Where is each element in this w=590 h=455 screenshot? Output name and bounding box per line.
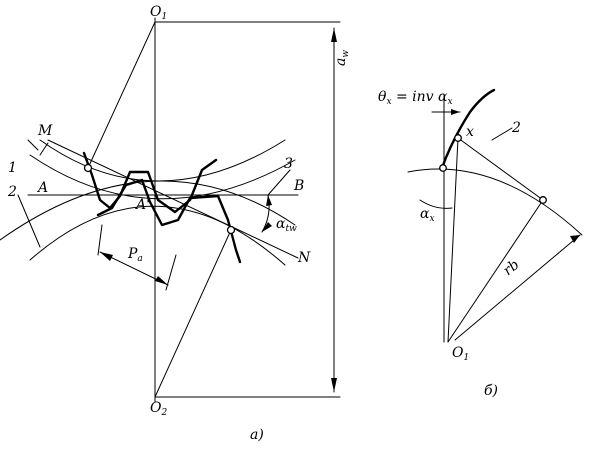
label-o1-bottom-b: O1 xyxy=(452,345,469,363)
figure-a: O1 O2 M N A B A' 1 2 3 Pa αtw aw а) xyxy=(0,4,351,443)
label-pitch-point: A' xyxy=(134,197,150,213)
arrow-down-small-icon xyxy=(262,222,272,232)
leader-label-1 xyxy=(39,142,49,156)
arrow-left-icon xyxy=(100,252,113,261)
radial-line-rb xyxy=(447,199,544,343)
caption-a: а) xyxy=(250,427,264,443)
label-angle-alpha-x: αx xyxy=(420,206,435,224)
label-o2-bottom: O2 xyxy=(150,400,167,418)
involute-curve xyxy=(440,88,496,170)
arrow-up-small-icon xyxy=(266,195,272,206)
radial-line-x xyxy=(447,137,459,343)
line-of-action-m-n xyxy=(47,139,299,259)
lower-gear-tooth-profile xyxy=(96,178,242,264)
label-center-distance: aw xyxy=(333,50,351,66)
arrow-up-right-icon xyxy=(570,235,580,243)
lower-gear-tip-circle xyxy=(29,205,286,266)
point-tangent-marker xyxy=(539,196,547,204)
leader-mark-left xyxy=(27,139,39,151)
label-x: x xyxy=(466,124,474,140)
label-a-left: A xyxy=(36,180,48,196)
point-x-marker xyxy=(454,134,462,142)
upper-gear-tooth-profile xyxy=(82,151,218,214)
arrow-up-icon xyxy=(331,28,337,42)
upper-gear-pitch-circle xyxy=(29,154,296,200)
radius-o2-to-contact xyxy=(154,229,232,398)
caption-b: б) xyxy=(484,383,498,399)
label-m: M xyxy=(37,123,53,139)
label-1: 1 xyxy=(8,160,17,176)
angle-alpha-x-arc xyxy=(419,199,453,209)
label-pitch-pa: Pa xyxy=(127,246,143,264)
label-rb: rb xyxy=(500,257,522,279)
leader-label-2-b xyxy=(491,127,513,141)
rb-dimension-line xyxy=(454,234,581,341)
contact-point-lower xyxy=(226,225,236,235)
leader-label-2 xyxy=(17,194,41,248)
label-3: 3 xyxy=(284,156,293,172)
arrow-right-small-icon xyxy=(451,109,460,115)
contact-point-upper xyxy=(83,163,93,173)
label-o1-top: O1 xyxy=(150,4,167,22)
label-2: 2 xyxy=(7,184,17,200)
point-base-marker xyxy=(439,164,447,172)
arrow-right-icon xyxy=(155,276,168,285)
label-b-right: B xyxy=(293,178,304,194)
upper-gear-tip-circle xyxy=(39,139,286,182)
figure-b: θx = inv αx x 2 αx rb O1 б) xyxy=(378,88,583,399)
arrow-down-icon xyxy=(331,378,337,392)
pitch-extension-right xyxy=(165,254,177,291)
tangent-line xyxy=(457,137,544,201)
label-n: N xyxy=(297,250,311,266)
pitch-extension-left xyxy=(97,224,103,256)
leader-label-3 xyxy=(267,169,291,196)
label-2-b: 2 xyxy=(511,120,521,136)
radius-o1-to-contact xyxy=(87,21,156,169)
base-circle-arc xyxy=(407,168,583,236)
formula-theta-x: θx = inv αx xyxy=(378,89,453,107)
label-angle-alpha-tw: αtw xyxy=(276,216,297,234)
